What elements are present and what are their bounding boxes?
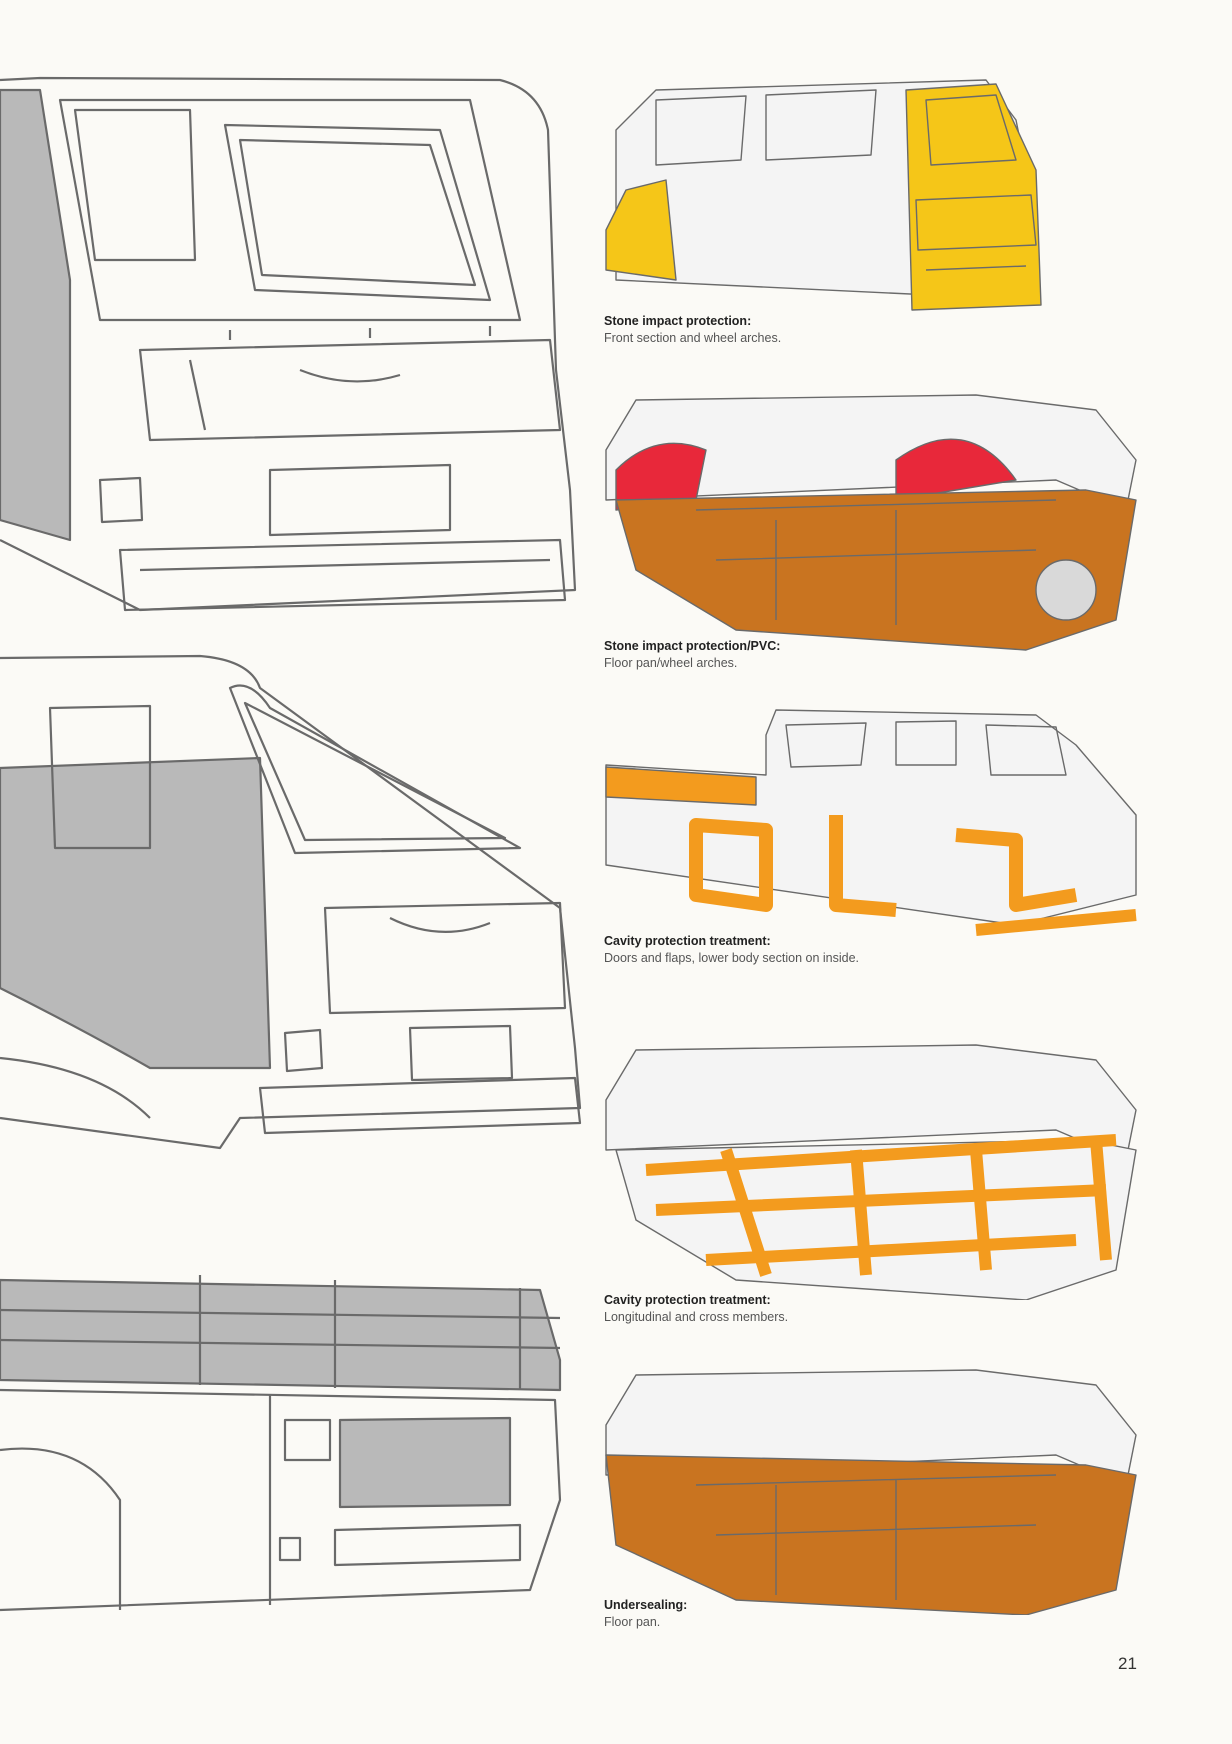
caption-stone-impact-front: Stone impact protection: Front section a… bbox=[604, 313, 924, 347]
caption-title: Stone impact protection: bbox=[604, 314, 752, 328]
caption-title: Cavity protection treatment: bbox=[604, 934, 771, 948]
pickup-rear-illustration bbox=[0, 1275, 562, 1612]
cavity-members-diagram bbox=[605, 1044, 1137, 1300]
caption-stone-impact-pvc: Stone impact protection/PVC: Floor pan/w… bbox=[604, 638, 924, 672]
caption-body: Doors and flaps, lower body section on i… bbox=[604, 951, 860, 965]
stone-impact-front-diagram bbox=[605, 79, 1042, 311]
bus-rear-illustration bbox=[0, 76, 577, 612]
caption-title: Undersealing: bbox=[604, 1598, 688, 1612]
caption-body: Floor pan/wheel arches. bbox=[604, 656, 738, 670]
caption-title: Stone impact protection/PVC: bbox=[604, 639, 781, 653]
caption-body: Floor pan. bbox=[604, 1615, 661, 1629]
caption-cavity-doors: Cavity protection treatment: Doors and f… bbox=[604, 933, 924, 967]
caption-body: Longitudinal and cross members. bbox=[604, 1310, 789, 1324]
cavity-doors-diagram bbox=[605, 709, 1137, 936]
caption-cavity-members: Cavity protection treatment: Longitudina… bbox=[604, 1292, 924, 1326]
page-number: 21 bbox=[1118, 1654, 1137, 1673]
caption-body: Front section and wheel arches. bbox=[604, 331, 782, 345]
caption-undersealing: Undersealing: Floor pan. bbox=[604, 1597, 924, 1631]
caption-title: Cavity protection treatment: bbox=[604, 1293, 771, 1307]
pvc-underside-diagram bbox=[605, 394, 1137, 651]
doublecab-front-illustration bbox=[0, 654, 582, 1150]
undersealing-diagram bbox=[605, 1369, 1137, 1615]
